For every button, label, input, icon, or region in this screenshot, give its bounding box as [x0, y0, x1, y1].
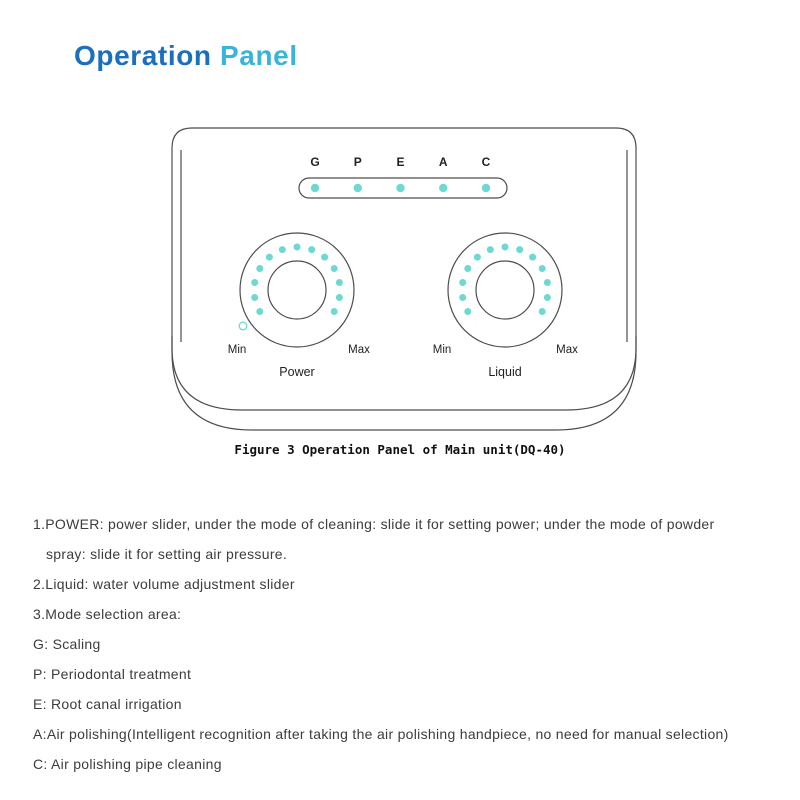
description-list: 1.POWER: power slider, under the mode of…: [33, 509, 773, 779]
description-line-3: 2.Liquid: water volume adjustment slider: [33, 576, 295, 592]
description-line-6: P: Periodontal treatment: [33, 666, 192, 682]
liquid-dial-leds: [459, 243, 551, 315]
operation-panel-figure: G P E A C: [171, 127, 637, 431]
mode-indicator-bar: [298, 177, 508, 199]
device-outline: [171, 127, 637, 431]
mode-label-e: E: [396, 155, 404, 169]
mode-label-p: P: [354, 155, 362, 169]
page-title-part-1: Operation: [74, 40, 221, 71]
dial-labels: Min Max Power Min Max Liquid: [228, 344, 578, 379]
power-dial-label: Power: [279, 365, 314, 379]
figure-caption: Figure 3 Operation Panel of Main unit(DQ…: [234, 442, 566, 457]
power-dial: [238, 232, 355, 348]
description-line-2: spray: slide it for setting air pressure…: [46, 546, 288, 562]
power-dial-position-led: [238, 321, 248, 331]
power-dial-knob: [267, 260, 327, 320]
description-line-7: E: Root canal irrigation: [33, 696, 182, 712]
power-max-label: Max: [348, 344, 370, 356]
description-line-5: G: Scaling: [33, 636, 101, 652]
power-dial-outer-ring: [239, 232, 355, 348]
description-line-4: 3.Mode selection area:: [33, 606, 182, 622]
liquid-dial-label: Liquid: [488, 365, 521, 379]
power-dial-leds: [251, 243, 343, 315]
mode-label-c: C: [482, 155, 491, 169]
liquid-dial-knob: [475, 260, 535, 320]
liquid-max-label: Max: [556, 344, 578, 356]
page-title: Operation Panel: [74, 40, 298, 72]
mode-led-a: [439, 183, 448, 193]
mode-label-a: A: [439, 155, 448, 169]
liquid-dial-outer-ring: [447, 232, 563, 348]
liquid-min-label: Min: [433, 344, 452, 356]
mode-leds: [310, 183, 491, 193]
description-line-1: 1.POWER: power slider, under the mode of…: [33, 516, 715, 532]
power-min-label: Min: [228, 344, 247, 356]
mode-led-p: [353, 183, 362, 193]
description-line-9: C: Air polishing pipe cleaning: [33, 756, 222, 772]
page-title-part-2: Panel: [220, 40, 298, 71]
mode-led-g: [310, 183, 320, 193]
mode-letter-labels: G P E A C: [310, 155, 490, 169]
mode-label-g: G: [310, 155, 319, 169]
mode-led-c: [481, 183, 491, 193]
liquid-dial: [447, 232, 563, 348]
mode-led-e: [396, 183, 405, 193]
description-line-8: A:Air polishing(Intelligent recognition …: [33, 726, 729, 742]
